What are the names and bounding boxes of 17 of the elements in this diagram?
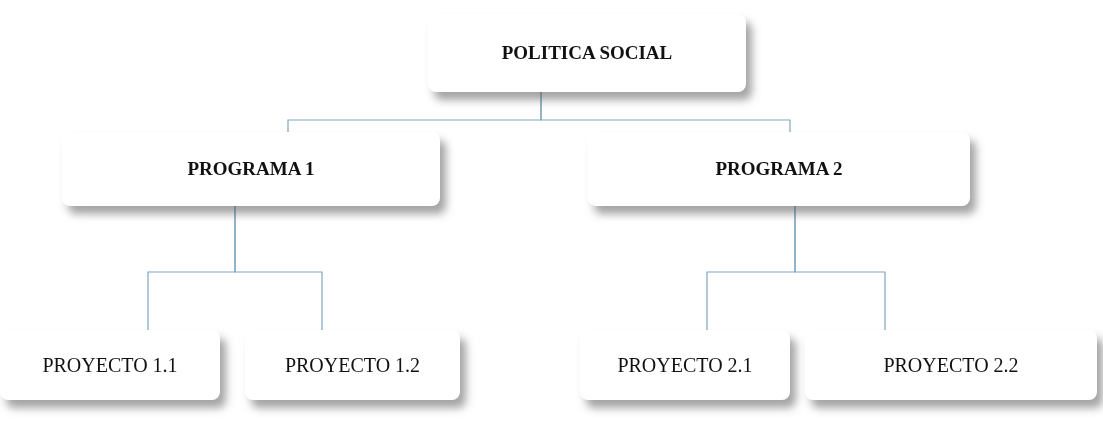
connector-line [234,205,323,331]
node-label: PROGRAMA 1 [187,158,315,180]
text-box [428,14,746,92]
node-label: POLITICA SOCIAL [501,42,673,64]
node-label: PROGRAMA 2 [715,158,843,180]
text-box [588,132,970,206]
text-box [62,132,440,206]
connector-line [540,91,791,133]
text-box [0,330,220,400]
node-label: PROYECTO 2.2 [883,353,1019,377]
node-label: PROYECTO 1.1 [42,353,178,377]
text-box [805,330,1097,400]
node-label: PROYECTO 1.2 [284,353,421,377]
text-box [245,330,460,400]
connector-line [794,205,886,331]
text-box [580,330,790,400]
node-label: PROYECTO 2.1 [617,353,753,377]
